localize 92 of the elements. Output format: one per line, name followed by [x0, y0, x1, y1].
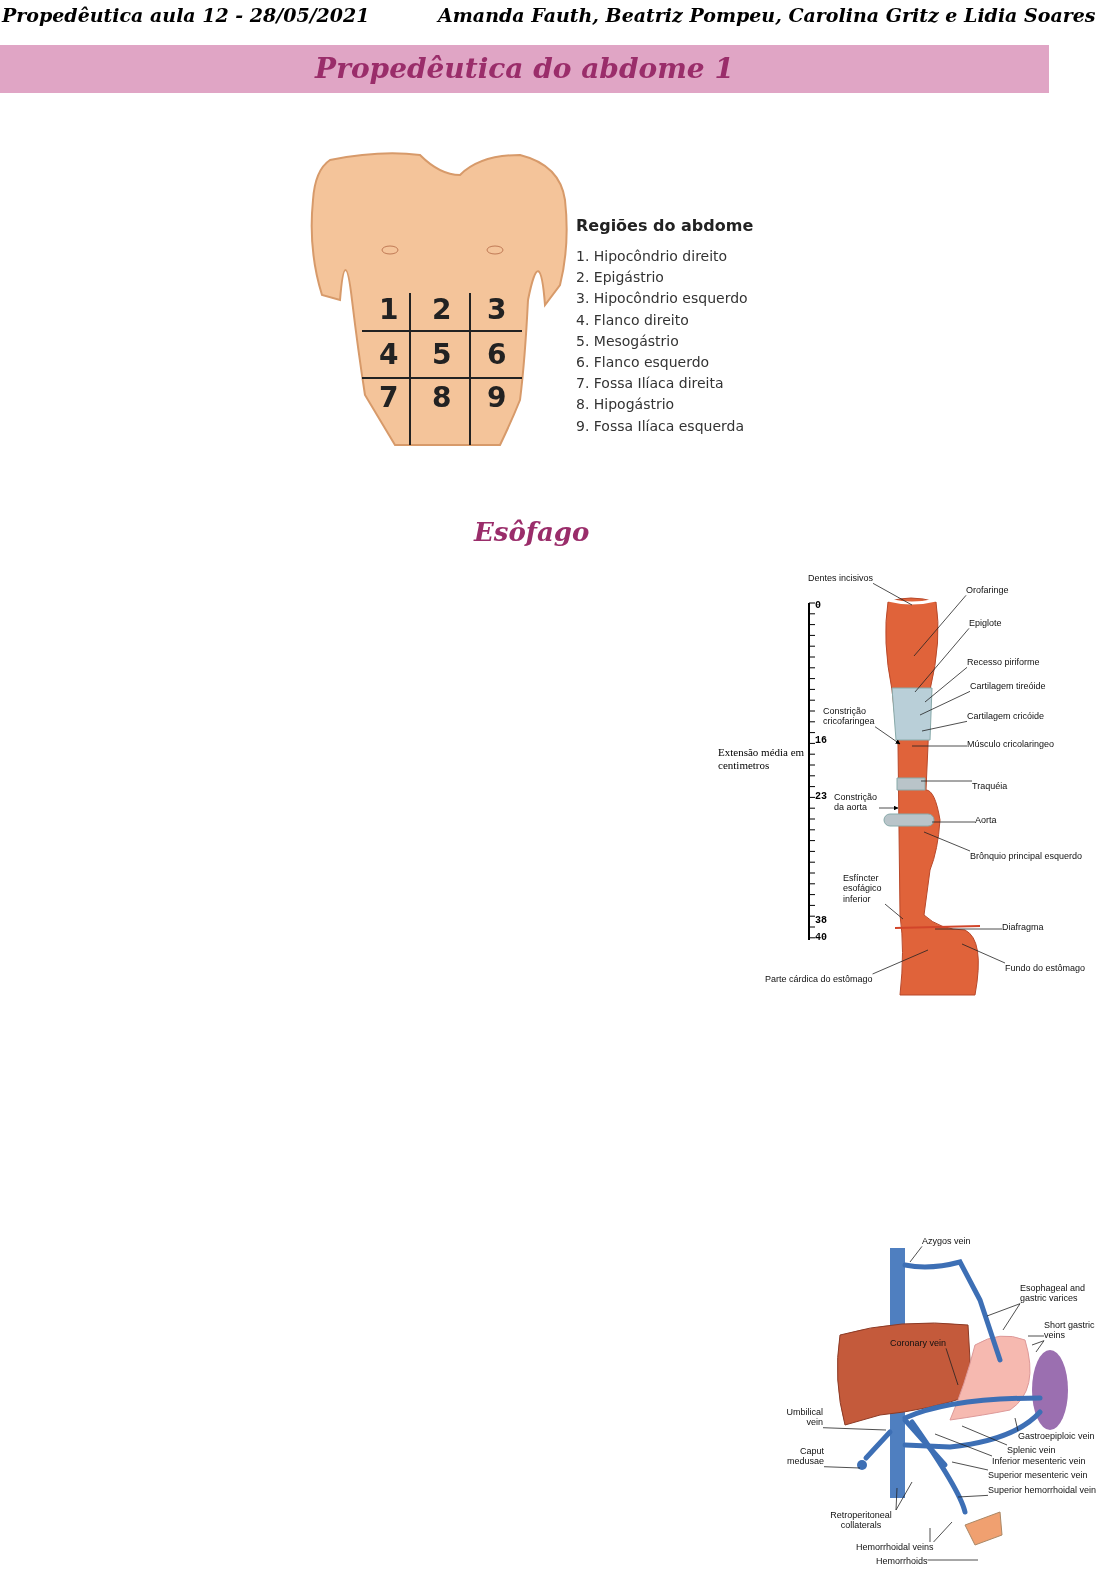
legend-item: 5. Mesogástrio — [576, 332, 679, 349]
legend-item: 7. Fossa Ilíaca direita — [576, 375, 724, 392]
part-label: Hemorrhoidal veins — [856, 1542, 934, 1553]
leader-line — [934, 1433, 993, 1457]
part-label: Azygos vein — [922, 1236, 971, 1247]
leader-line — [1027, 1335, 1045, 1337]
leader-line — [914, 627, 970, 693]
leader-line — [931, 821, 976, 823]
part-label: Cartilagem cricóide — [967, 711, 1045, 722]
section-heading: Esôfago — [474, 517, 590, 547]
leader-line — [920, 780, 973, 782]
part-label: Orofaringe — [966, 585, 1009, 596]
part-label: Constrição da aorta — [834, 792, 879, 813]
legend-item: 8. Hipogástrio — [576, 396, 675, 413]
part-label: Dentes incisivos — [808, 573, 874, 584]
legend-item: 9. Fossa Ilíaca esquerda — [576, 417, 744, 434]
leader-line — [872, 582, 913, 606]
leader-line — [934, 928, 1003, 930]
part-label: Umbilical vein — [783, 1407, 823, 1428]
region-number: 5 — [432, 338, 452, 371]
part-label: Cartilagem tireóide — [970, 681, 1046, 692]
leader-line — [913, 594, 967, 657]
leader-line — [1002, 1303, 1021, 1331]
axis-label: Extensão média em centimetros — [718, 746, 806, 773]
leader-line — [823, 1466, 861, 1469]
leader-line — [919, 690, 971, 716]
title-banner: Propedêutica do abdome 1 — [0, 45, 1049, 93]
leader-line — [951, 1461, 989, 1471]
leader-line — [923, 831, 971, 852]
leader-line — [921, 720, 968, 732]
leader-line — [961, 1425, 1008, 1446]
legend-item: 1. Hipocôndrio direito — [576, 248, 728, 264]
leader-line — [929, 1527, 931, 1543]
legend-heading: Regiões do abdome — [576, 216, 754, 235]
leader-line — [895, 1487, 898, 1511]
legend-item: 2. Epigástrio — [576, 269, 664, 286]
legend-item: 3. Hipocôndrio esquerdo — [576, 290, 748, 307]
leader-line — [895, 1481, 913, 1511]
part-label: Diafragma — [1002, 922, 1044, 933]
leader-line — [986, 1303, 1021, 1317]
scale-tick-label: 40 — [815, 932, 827, 943]
leader-line — [933, 1521, 953, 1543]
leader-line — [924, 666, 968, 703]
part-label: Esfíncter esofágico inferior — [843, 873, 885, 905]
region-number: 7 — [379, 381, 399, 414]
scale-tick-label: 23 — [815, 791, 827, 802]
part-label: Aorta — [975, 815, 997, 826]
part-label: Traquéia — [972, 781, 1008, 792]
part-label: Caput medusae — [784, 1446, 824, 1467]
part-label: Hemorrhoids — [876, 1556, 928, 1567]
legend-item: 4. Flanco direito — [576, 311, 689, 328]
leader-line — [872, 949, 929, 975]
region-number: 4 — [379, 338, 399, 371]
part-label: Gastroepiploic vein — [1018, 1431, 1095, 1442]
leader-line — [884, 903, 904, 920]
part-label: Superior mesenteric vein — [988, 1470, 1088, 1481]
region-number: 1 — [379, 293, 399, 326]
part-label: Músculo cricolaringeo — [967, 739, 1055, 750]
part-label: Recesso piriforme — [967, 657, 1040, 668]
part-label: Splenic vein — [1007, 1445, 1056, 1456]
part-label: Constrição cricofaringea — [823, 706, 875, 727]
scale-tick-label: 38 — [815, 915, 827, 926]
leader-line — [961, 943, 1006, 964]
leader-line — [911, 745, 968, 747]
authors-text: Amanda Fauth, Beatriz Pompeu, Carolina Gritz e Lidia Soares — [438, 4, 1096, 26]
part-label: Inferior mesenteric vein — [992, 1456, 1086, 1467]
leader-line — [945, 1347, 959, 1386]
leader-line — [927, 1559, 979, 1561]
part-label: Superior hemorrhoidal vein — [988, 1485, 1097, 1496]
leader-line — [909, 1245, 923, 1263]
leader-line — [957, 1494, 989, 1498]
part-label: Esophageal and gastric varices — [1020, 1283, 1100, 1304]
region-number: 3 — [487, 293, 507, 326]
part-label: Fundo do estômago — [1005, 963, 1086, 974]
header-text: Propedêutica aula 12 - 28/05/2021 — [2, 4, 370, 26]
part-label: Short gastric veins — [1044, 1320, 1099, 1341]
part-label: Epiglote — [969, 618, 1002, 629]
scale-tick-label: 0 — [815, 600, 821, 611]
region-number: 2 — [432, 293, 452, 326]
part-label: Retroperitoneal collaterals — [826, 1510, 896, 1531]
legend-item: 6. Flanco esquerdo — [576, 354, 710, 370]
region-number: 9 — [487, 381, 507, 414]
part-label: Parte cárdica do estômago — [765, 974, 873, 985]
leader-line — [1031, 1340, 1045, 1346]
scale-tick-label: 16 — [815, 735, 827, 746]
part-label: Coronary vein — [890, 1338, 947, 1349]
region-number: 8 — [432, 381, 452, 414]
leader-line — [822, 1427, 887, 1431]
leader-line — [1035, 1340, 1045, 1353]
part-label: Brônquio principal esquerdo — [970, 851, 1083, 862]
leader-line — [1014, 1417, 1019, 1432]
region-number: 6 — [487, 338, 507, 371]
